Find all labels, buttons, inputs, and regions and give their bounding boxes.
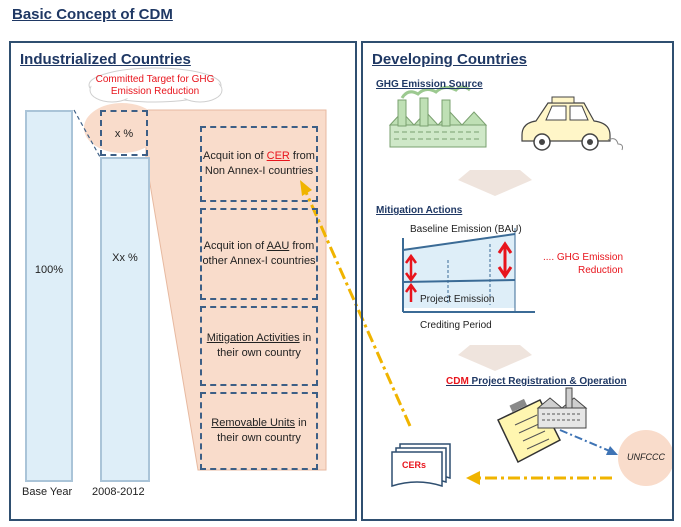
period-label: 2008-2012 <box>92 486 145 498</box>
reduction-blob <box>84 103 160 153</box>
registration-title: CDM Project Registration & Operation <box>446 376 627 387</box>
option-cer-post: from Non Annex-I countries <box>204 150 315 177</box>
mitigation-title: Mitigation Actions <box>376 205 463 216</box>
cers-documents-icon <box>391 443 451 488</box>
down-arrow-2 <box>458 345 532 371</box>
factory-icon <box>388 85 488 148</box>
reduction-box <box>100 110 148 156</box>
option-mitigation-post: in their own country <box>217 332 312 359</box>
option-cer-key: CER <box>266 150 290 162</box>
target-label: Committed Target for GHG Emission Reduct… <box>95 74 215 97</box>
taxi-icon <box>521 96 623 151</box>
developing-title: Developing Countries <box>372 51 528 68</box>
base-bar-value: 100% <box>34 264 64 276</box>
cer-transfer-arrow <box>303 189 412 427</box>
option-removable-key: Removable Units <box>211 417 296 429</box>
registration-icon <box>497 387 588 464</box>
crediting-period-label: Crediting Period <box>420 320 492 331</box>
option-aau-key: AAU <box>266 240 290 252</box>
report-arrow <box>559 429 613 453</box>
reduction-value: x % <box>114 128 134 140</box>
option-removable: Removable Units in their own country <box>200 392 318 470</box>
target-cloud-shape <box>88 67 223 103</box>
option-removable-post: in their own country <box>217 417 307 444</box>
option-aau: Acquit ion of AAU from other Annex-I cou… <box>200 208 318 300</box>
baseline-label: Baseline Emission (BAU) <box>410 224 522 235</box>
option-aau-pre: Acquit ion of <box>203 240 267 252</box>
registration-title-cdm: CDM <box>446 376 469 387</box>
industrialized-title: Industrialized Countries <box>20 51 191 68</box>
target-bar-value: Xx % <box>112 252 138 264</box>
bar-leader-line <box>73 109 101 158</box>
cers-label: CERs <box>402 460 427 470</box>
mitigation-chart <box>402 228 535 313</box>
down-arrow-1 <box>458 170 532 196</box>
base-year-label: Base Year <box>22 486 73 498</box>
base-year-bar <box>25 110 73 482</box>
unfccc-label: UNFCCC <box>627 452 665 462</box>
option-mitigation: Mitigation Activities in their own count… <box>200 306 318 386</box>
option-cer: Acquit ion of CER from Non Annex-I count… <box>200 126 318 202</box>
unfccc-circle <box>618 430 674 486</box>
ghg-source-title: GHG Emission Source <box>376 79 483 90</box>
registration-title-rest: Project Registration & Operation <box>468 376 627 387</box>
option-mitigation-key: Mitigation Activities <box>206 332 300 344</box>
developing-panel <box>361 41 674 521</box>
project-emission-label: Project Emission <box>420 294 495 305</box>
target-bar <box>100 157 150 482</box>
page-title: Basic Concept of CDM <box>12 6 173 23</box>
emission-reduction-label: .... GHG Emission Reduction <box>542 252 623 276</box>
option-cer-pre: Acquit ion of <box>203 150 267 162</box>
industrialized-panel <box>9 41 357 521</box>
option-aau-post: from other Annex-I countries <box>202 240 316 267</box>
